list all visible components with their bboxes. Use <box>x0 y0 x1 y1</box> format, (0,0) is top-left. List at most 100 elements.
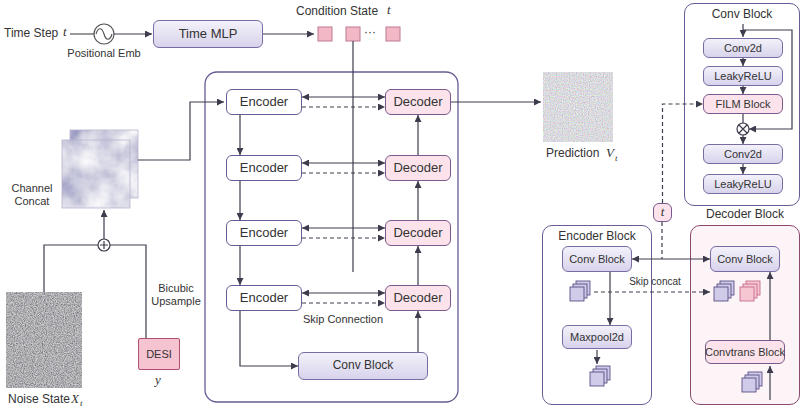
detail-panel: Conv BlockConv2dLeakyReLUFILM BlockConv2… <box>684 3 800 206</box>
concat-arrow <box>103 210 104 239</box>
sum-symbol <box>98 239 110 251</box>
dashed-connector <box>302 172 385 173</box>
time-dashed-wire <box>661 222 662 259</box>
channel-image <box>62 140 130 208</box>
annotation-label: Noise State <box>8 393 70 407</box>
math-symbol: t <box>63 25 67 40</box>
connector-arrow <box>742 164 743 174</box>
decoder-box: Decoder <box>385 285 451 311</box>
layer-box: LeakyReLU <box>703 174 783 194</box>
sine-symbol <box>96 29 112 40</box>
layer-box: Conv2d <box>703 144 783 164</box>
math-symbol: t <box>387 3 391 18</box>
node-text: Encoder <box>240 291 288 305</box>
decoder-box: Decoder <box>385 89 451 115</box>
dashed-connector <box>302 237 385 238</box>
connector-arrow <box>632 258 710 259</box>
bottleneck-box: Conv Block <box>298 352 428 380</box>
node-text: FILM Block <box>715 98 770 110</box>
time-arrow <box>114 33 152 34</box>
node-text: Encoder <box>240 161 288 175</box>
math-symbol: t <box>80 398 83 408</box>
layer-box: Convtrans Block <box>705 340 785 364</box>
feature-map-icon <box>714 281 760 301</box>
multiply-symbol <box>737 123 749 135</box>
node-text: Decoder <box>393 95 442 109</box>
decoder-box: Decoder <box>385 155 451 181</box>
channel-image-frame <box>62 140 130 208</box>
encoder-box: Encoder <box>226 89 302 115</box>
node-text: LeakyReLU <box>714 70 771 82</box>
connector-arrow <box>417 311 418 352</box>
feature-map <box>740 287 754 301</box>
dashed-connector <box>302 106 385 107</box>
node-text: Encoder <box>240 95 288 109</box>
upsample-input-arrow <box>769 366 770 400</box>
time-box: t <box>653 203 672 222</box>
node-text: t <box>661 205 665 219</box>
node-text: DESI <box>146 348 172 360</box>
dashed-connector <box>663 104 704 203</box>
feature-map-icon <box>590 366 610 386</box>
input-arrow <box>138 102 224 160</box>
node-text: Conv Block <box>333 359 394 372</box>
math-symbol: y <box>155 373 161 388</box>
output-arrow <box>451 101 541 102</box>
unet-container <box>205 72 458 402</box>
condition-token <box>318 27 332 41</box>
annotation-label: Bicubic Upsample <box>150 282 202 307</box>
annotation-label: Time Step <box>4 27 58 41</box>
node-text: Conv Block <box>717 253 773 265</box>
upsample-wire <box>110 245 146 338</box>
feature-map-icon <box>570 281 590 301</box>
annotation-label: Skip Connection <box>293 313 393 326</box>
annotation-label: Channel Concat <box>8 182 56 207</box>
annotation-label: Positional Emb <box>54 47 154 60</box>
node-text: Decoder <box>393 161 442 175</box>
connector-arrow <box>302 162 385 163</box>
feature-map <box>570 287 584 301</box>
connector-arrow <box>742 58 743 66</box>
film-box: FILM Block <box>703 94 783 114</box>
times-mark <box>739 125 747 133</box>
node-text: LeakyReLU <box>714 178 771 190</box>
connector-arrow <box>417 115 418 155</box>
feature-map <box>590 372 604 386</box>
encoder-box: Encoder <box>226 285 302 311</box>
feature-map <box>742 378 756 392</box>
residual-wire <box>743 30 792 129</box>
connector-arrow <box>742 86 743 94</box>
connector-arrow <box>302 96 385 97</box>
pool-output-arrow <box>596 350 597 364</box>
connector-arrow <box>239 181 240 220</box>
layer-box: LeakyReLU <box>703 66 783 86</box>
node-text: Conv Block <box>685 8 799 21</box>
annotation-label: Condition State <box>296 5 378 19</box>
dashed-connector <box>302 302 385 303</box>
layer-box: Conv Block <box>562 246 632 272</box>
node-text: Time MLP <box>179 27 238 41</box>
node-text: Maxpool2d <box>570 331 624 343</box>
node-text: Encoder <box>240 226 288 240</box>
layer-box: Maxpool2d <box>562 325 632 349</box>
node-text: Decoder <box>393 291 442 305</box>
node-text: Conv2d <box>724 42 762 54</box>
connector-arrow <box>417 181 418 220</box>
noise-image <box>6 292 82 388</box>
annotation-label: Skip concat <box>605 276 705 288</box>
feature-map <box>714 287 728 301</box>
connector-arrow <box>609 272 610 325</box>
positional-emb-symbol <box>94 24 114 44</box>
encoder-box: Encoder <box>226 155 302 181</box>
layer-box: Conv2d <box>703 38 783 58</box>
node-text: Decoder <box>393 226 442 240</box>
math-symbol: X <box>71 392 79 407</box>
prediction-image <box>543 72 613 142</box>
encoder-box: Encoder <box>226 220 302 246</box>
node-text: Decoder Block <box>691 208 799 221</box>
condition-wire <box>352 41 353 272</box>
condition-arrow <box>263 33 314 34</box>
condition-token <box>346 27 360 41</box>
